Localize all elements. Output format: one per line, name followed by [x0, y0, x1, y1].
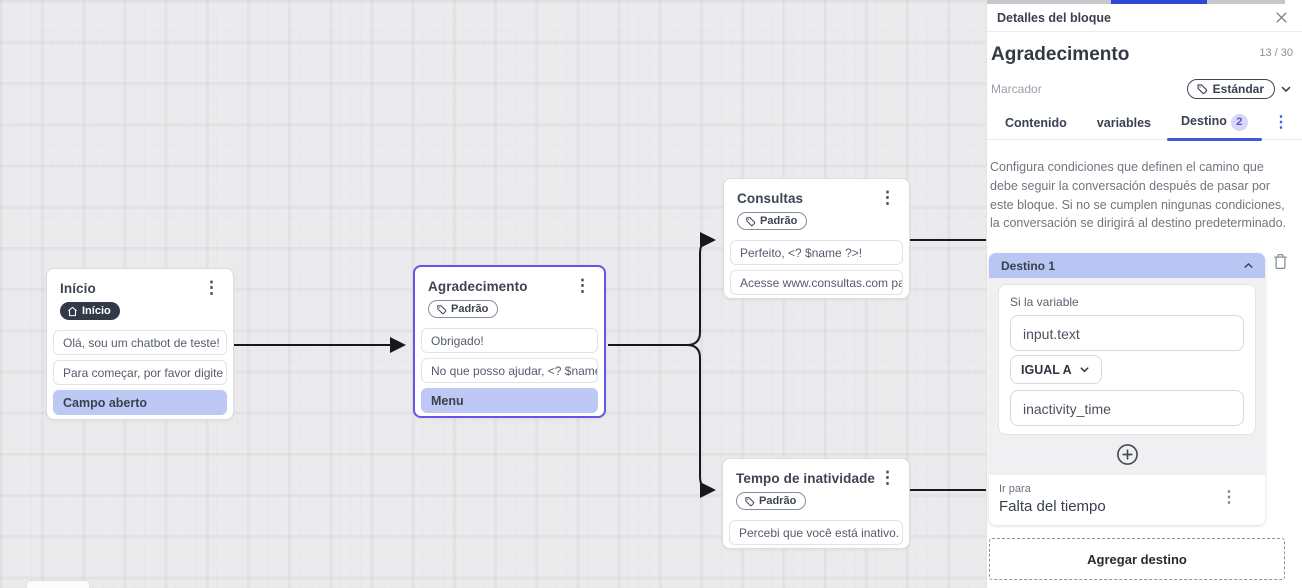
node-title: Agradecimento — [428, 279, 528, 294]
tabs-more-icon[interactable]: ⋮ — [1273, 114, 1289, 131]
goto-row[interactable]: Ir para Falta del tiempo ⋮ — [989, 475, 1265, 525]
output-port-row[interactable]: Menu — [421, 387, 598, 413]
tag-icon — [745, 496, 755, 506]
node-title: Tempo de inatividade — [736, 471, 876, 486]
add-condition-icon[interactable] — [1116, 443, 1139, 466]
message-row: Perfeito, <? $name ?>! — [730, 239, 903, 265]
node-menu-icon[interactable]: ⋮ — [879, 188, 896, 207]
output-port-row[interactable]: Campo aberto — [53, 389, 227, 415]
chevron-down-icon[interactable] — [1279, 82, 1293, 96]
active-tab-cutoff — [1111, 0, 1207, 4]
node-tempo-inatividade[interactable]: Tempo de inatividade ⋮ Padrão Percebi qu… — [722, 458, 910, 549]
tag-icon — [746, 216, 756, 226]
node-agradecimento[interactable]: Agradecimento ⋮ Padrão Obrigado! No que … — [413, 265, 606, 418]
tab-variables[interactable]: variables — [1096, 115, 1152, 130]
operator-select[interactable]: IGUAL A — [1010, 355, 1102, 384]
tag-icon — [437, 304, 447, 314]
chevron-down-icon — [1080, 367, 1089, 373]
node-menu-icon[interactable]: ⋮ — [879, 468, 896, 487]
canvas-toolbar-cutoff — [27, 581, 89, 588]
marker-label: Marcador — [991, 82, 1042, 96]
tab-contenido[interactable]: Contenido — [1005, 115, 1067, 130]
destination-header[interactable]: Destino 1 — [989, 253, 1265, 278]
delete-destination-icon[interactable] — [1273, 253, 1288, 270]
start-badge: Início — [60, 302, 120, 320]
message-row: Obrigado! — [421, 327, 598, 353]
message-row: No que posso ajudar, <? $name ... — [421, 357, 598, 383]
chevron-up-icon — [1244, 263, 1253, 268]
destination-description: Configura condiciones que definen el cam… — [990, 160, 1286, 231]
tab-strip-cutoff — [987, 0, 1285, 4]
message-row: Acesse www.consultas.com par... — [730, 269, 903, 295]
message-row: Olá, sou um chatbot de teste! — [53, 329, 227, 355]
destination-card: Destino 1 Si la variable input.text IGUA… — [989, 253, 1265, 525]
marker-select[interactable]: Estándar — [1186, 79, 1275, 99]
character-counter: 13 / 30 — [1259, 47, 1293, 59]
goto-menu-icon[interactable]: ⋮ — [1221, 489, 1237, 506]
node-title: Consultas — [737, 191, 804, 206]
block-details-panel: Detalles del bloque Agradecimento 13 / 3… — [986, 0, 1302, 588]
node-menu-icon[interactable]: ⋮ — [574, 276, 591, 295]
flow-canvas[interactable]: Início ⋮ Início Olá, sou um chatbot de t… — [0, 0, 986, 588]
destino-count-badge: 2 — [1230, 114, 1248, 131]
home-icon — [68, 306, 77, 316]
close-icon[interactable] — [1274, 10, 1289, 25]
panel-title: Detalles del bloque — [997, 10, 1111, 25]
standard-badge: Padrão — [737, 212, 808, 230]
block-title: Agradecimento — [991, 44, 1130, 65]
condition-label: Si la variable — [1010, 295, 1079, 309]
node-consultas[interactable]: Consultas ⋮ Padrão Perfeito, <? $name ?>… — [723, 178, 910, 299]
variable-input[interactable]: input.text — [1010, 315, 1244, 351]
message-row: Para começar, por favor digite o ... — [53, 359, 227, 385]
node-inicio[interactable]: Início ⋮ Início Olá, sou um chatbot de t… — [46, 268, 234, 420]
compare-value-input[interactable]: inactivity_time — [1010, 390, 1244, 426]
goto-label: Ir para — [999, 483, 1031, 495]
tag-icon — [1197, 84, 1207, 95]
standard-badge: Padrão — [736, 492, 807, 510]
message-row: Percebi que você está inativo. C... — [729, 519, 903, 545]
node-title: Início — [60, 281, 96, 296]
condition-card: Si la variable input.text IGUAL A inacti… — [998, 284, 1256, 435]
add-destination-button[interactable]: Agregar destino — [989, 538, 1285, 580]
standard-badge: Padrão — [428, 300, 499, 318]
node-menu-icon[interactable]: ⋮ — [203, 278, 220, 297]
goto-value: Falta del tiempo — [999, 498, 1106, 515]
